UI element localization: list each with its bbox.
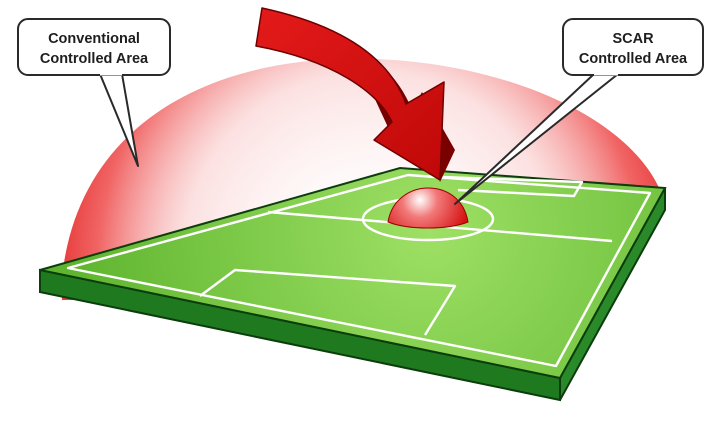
callout-conventional-line1: Conventional bbox=[48, 31, 140, 47]
callout-scar-line1: SCAR bbox=[612, 31, 654, 47]
callout-conventional-line2: Controlled Area bbox=[40, 51, 149, 67]
callout-scar-line2: Controlled Area bbox=[579, 51, 688, 67]
